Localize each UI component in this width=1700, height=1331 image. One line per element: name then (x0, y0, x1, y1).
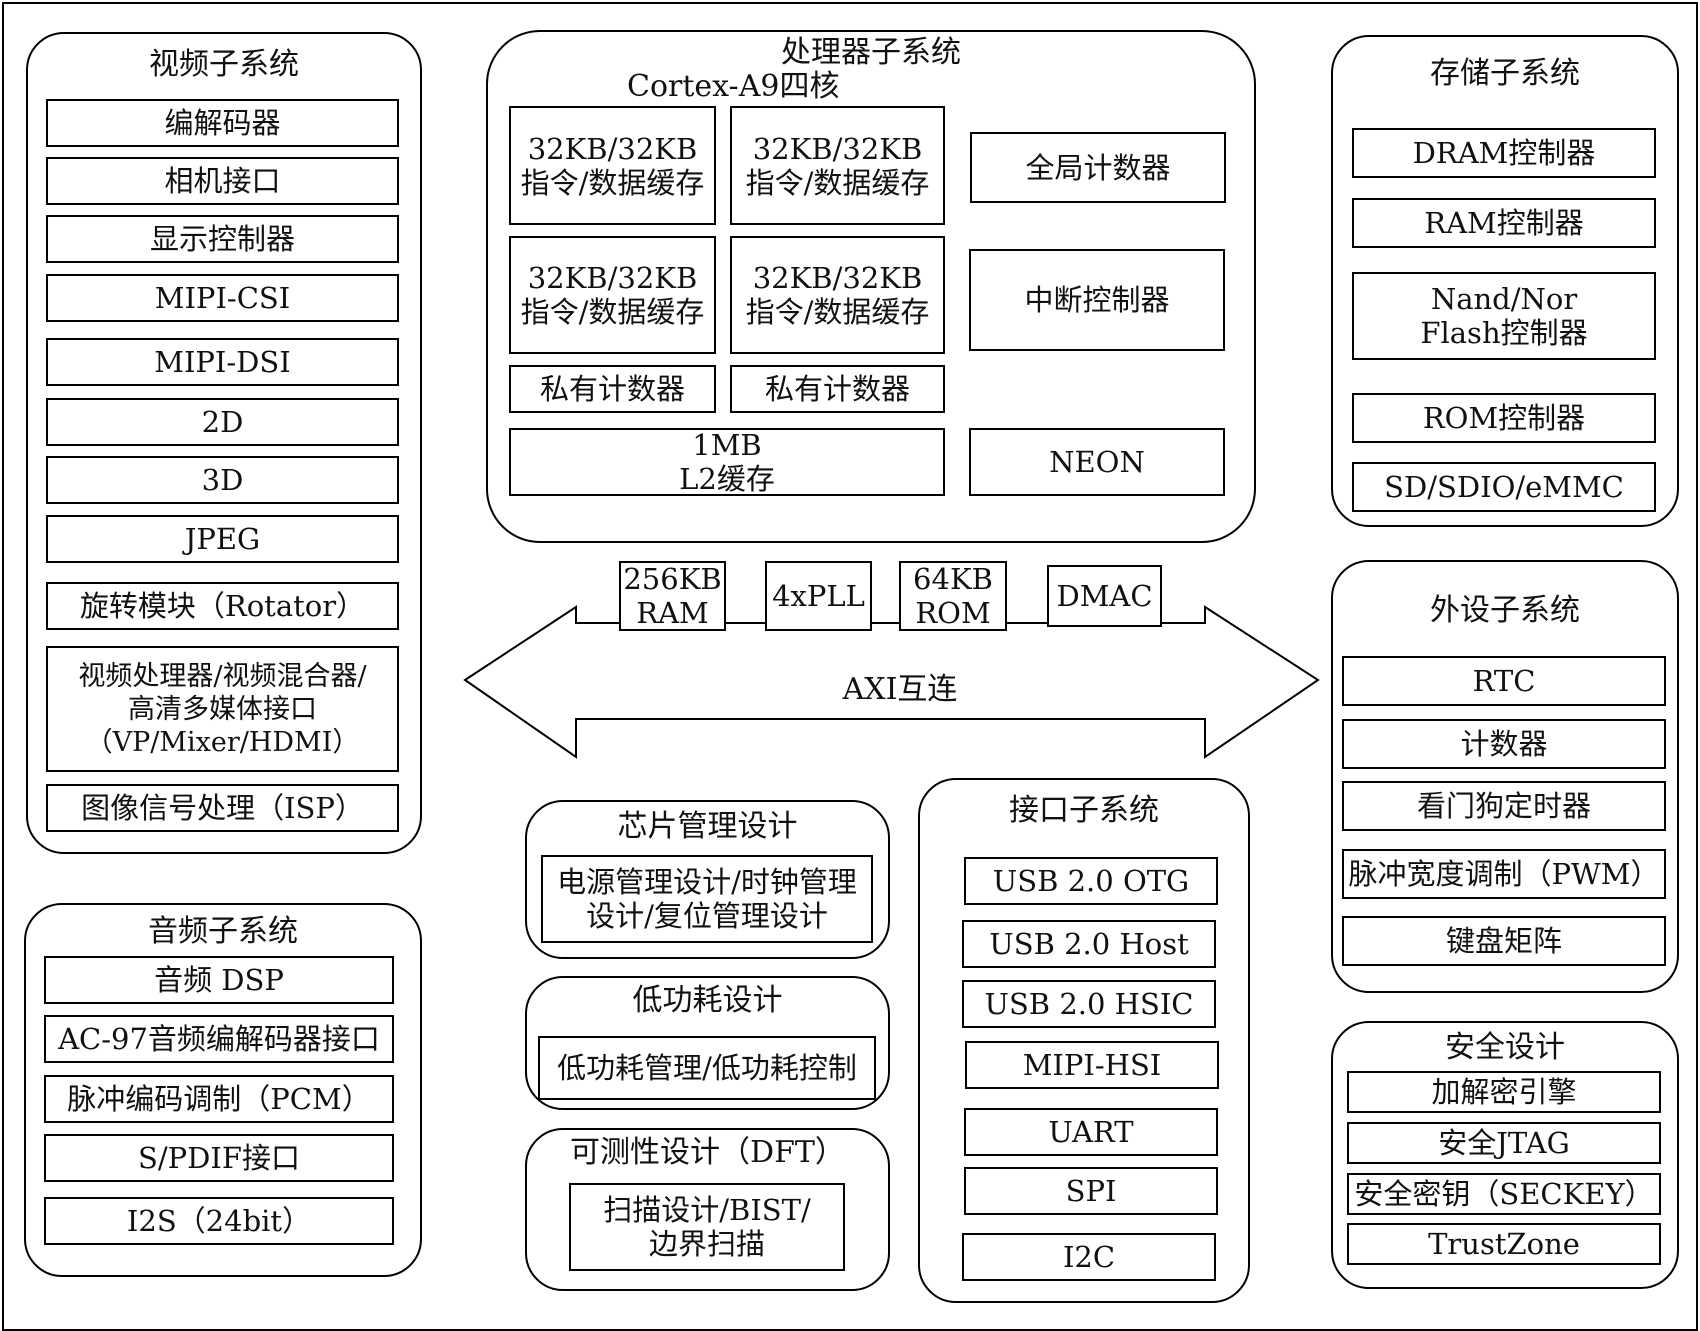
video-subsystem-title: 视频子系统 (149, 47, 299, 82)
video-item-display: 显示控制器 (46, 215, 399, 263)
interface-item-mipi-hsi: MIPI-HSI (965, 1041, 1219, 1089)
video-item-camera: 相机接口 (46, 157, 399, 205)
storage-item-nand-nor: Nand/Nor Flash控制器 (1352, 272, 1656, 360)
video-item-rotator: 旋转模块（Rotator） (46, 582, 399, 630)
audio-item-pcm: 脉冲编码调制（PCM） (44, 1075, 394, 1123)
interface-item-usb-host: USB 2.0 Host (962, 920, 1216, 968)
video-item-2d: 2D (46, 398, 399, 446)
interface-subsystem-title: 接口子系统 (1009, 793, 1159, 828)
processor-cache-2: 32KB/32KB 指令/数据缓存 (730, 106, 945, 225)
peripheral-subsystem-title: 外设子系统 (1430, 593, 1580, 628)
peripheral-item-counter: 计数器 (1342, 719, 1666, 769)
processor-neon: NEON (969, 428, 1225, 496)
audio-item-dsp: 音频 DSP (44, 956, 394, 1004)
video-item-jpeg: JPEG (46, 515, 399, 563)
dft-item: 扫描设计/BIST/ 边界扫描 (569, 1183, 845, 1271)
processor-subsystem-title: 处理器子系统 (781, 35, 961, 70)
video-item-codec: 编解码器 (46, 99, 399, 147)
storage-item-rom: ROM控制器 (1352, 393, 1656, 443)
interface-item-usb-hsic: USB 2.0 HSIC (962, 980, 1216, 1028)
interface-item-usb-otg: USB 2.0 OTG (964, 857, 1218, 905)
security-design-title: 安全设计 (1445, 1030, 1565, 1065)
audio-item-i2s: I2S（24bit） (44, 1197, 394, 1245)
interface-item-spi: SPI (964, 1167, 1218, 1215)
peripheral-item-keypad: 键盘矩阵 (1342, 916, 1666, 966)
peripheral-item-watchdog: 看门狗定时器 (1342, 781, 1666, 831)
dft-title: 可测性设计（DFT） (570, 1135, 845, 1170)
chip-management-item: 电源管理设计/时钟管理 设计/复位管理设计 (541, 855, 873, 943)
peripheral-item-pwm: 脉冲宽度调制（PWM） (1342, 849, 1666, 899)
video-item-isp: 图像信号处理（ISP） (46, 784, 399, 832)
chip-management-title: 芯片管理设计 (617, 809, 798, 844)
processor-interrupt-controller: 中断控制器 (969, 249, 1225, 351)
processor-cache-4: 32KB/32KB 指令/数据缓存 (730, 236, 945, 354)
security-item-jtag: 安全JTAG (1347, 1122, 1661, 1164)
processor-private-counter-1: 私有计数器 (509, 365, 716, 413)
storage-subsystem-title: 存储子系统 (1430, 56, 1580, 91)
interface-item-uart: UART (964, 1108, 1218, 1156)
video-item-mipi-csi: MIPI-CSI (46, 274, 399, 322)
bus-block-ram: 256KB RAM (619, 561, 726, 631)
bus-block-pll: 4xPLL (765, 561, 872, 631)
low-power-title: 低功耗设计 (632, 983, 783, 1018)
axi-label: AXI互连 (842, 672, 958, 707)
processor-global-counter: 全局计数器 (970, 132, 1226, 203)
low-power-item: 低功耗管理/低功耗控制 (538, 1036, 876, 1100)
processor-cache-3: 32KB/32KB 指令/数据缓存 (509, 236, 716, 354)
processor-cache-1: 32KB/32KB 指令/数据缓存 (509, 106, 716, 225)
peripheral-item-rtc: RTC (1342, 656, 1666, 706)
bus-block-dmac: DMAC (1047, 565, 1162, 627)
storage-item-sd: SD/SDIO/eMMC (1352, 462, 1656, 512)
video-item-vp-mixer-hdmi: 视频处理器/视频混合器/ 高清多媒体接口 （VP/Mixer/HDMI） (46, 646, 399, 772)
video-item-3d: 3D (46, 456, 399, 504)
bus-block-rom: 64KB ROM (899, 561, 1007, 631)
processor-core-label: Cortex-A9四核 (627, 69, 840, 104)
video-item-mipi-dsi: MIPI-DSI (46, 338, 399, 386)
processor-l2-cache: 1MB L2缓存 (509, 428, 945, 496)
storage-item-dram: DRAM控制器 (1352, 128, 1656, 178)
processor-private-counter-2: 私有计数器 (730, 365, 945, 413)
interface-item-i2c: I2C (962, 1233, 1216, 1281)
audio-item-ac97: AC-97音频编解码器接口 (44, 1015, 394, 1063)
audio-item-spdif: S/PDIF接口 (44, 1134, 394, 1182)
security-item-crypto: 加解密引擎 (1347, 1071, 1661, 1113)
security-item-trustzone: TrustZone (1347, 1223, 1661, 1265)
storage-item-ram: RAM控制器 (1352, 198, 1656, 248)
security-item-seckey: 安全密钥（SECKEY） (1347, 1173, 1661, 1215)
audio-subsystem-title: 音频子系统 (148, 914, 298, 949)
